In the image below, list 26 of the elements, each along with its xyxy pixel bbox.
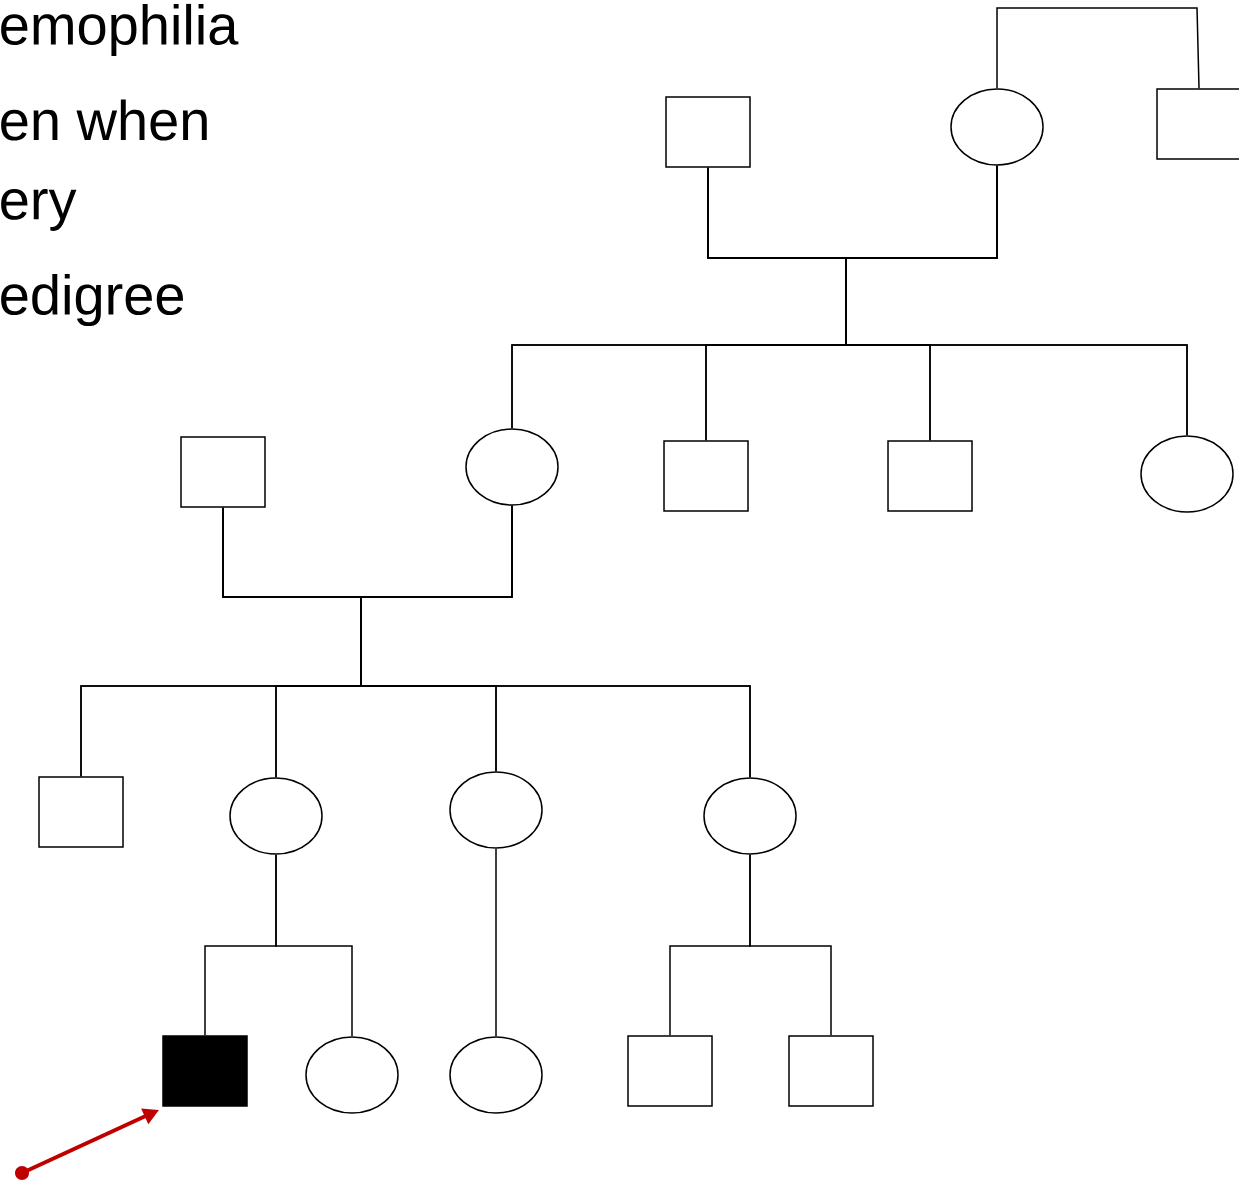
heading-text: ery bbox=[1, 189, 77, 231]
male-square bbox=[663, 440, 749, 512]
female-circle bbox=[950, 88, 1044, 166]
descent-line bbox=[845, 165, 1188, 436]
female-circle bbox=[305, 1036, 399, 1114]
sibship-line bbox=[996, 7, 1200, 89]
heading-text: emophilia bbox=[1, 3, 239, 57]
affected-male-square bbox=[162, 1035, 248, 1107]
male-square bbox=[180, 436, 266, 508]
female-circle bbox=[449, 771, 543, 849]
heading-text: edigree bbox=[1, 273, 184, 327]
descent-line bbox=[495, 848, 497, 1037]
female-circle bbox=[703, 777, 797, 855]
female-circle bbox=[449, 1036, 543, 1114]
descent-line bbox=[275, 854, 353, 1037]
male-square bbox=[665, 96, 751, 168]
heading-text: en when bbox=[1, 99, 207, 141]
female-circle bbox=[1140, 435, 1234, 513]
female-circle bbox=[229, 777, 323, 855]
descent-line bbox=[749, 854, 832, 1036]
descent-line bbox=[360, 505, 751, 778]
male-square bbox=[627, 1035, 713, 1107]
male-square bbox=[38, 776, 124, 848]
male-square bbox=[887, 440, 973, 512]
male-square bbox=[788, 1035, 874, 1107]
female-circle bbox=[465, 428, 559, 506]
